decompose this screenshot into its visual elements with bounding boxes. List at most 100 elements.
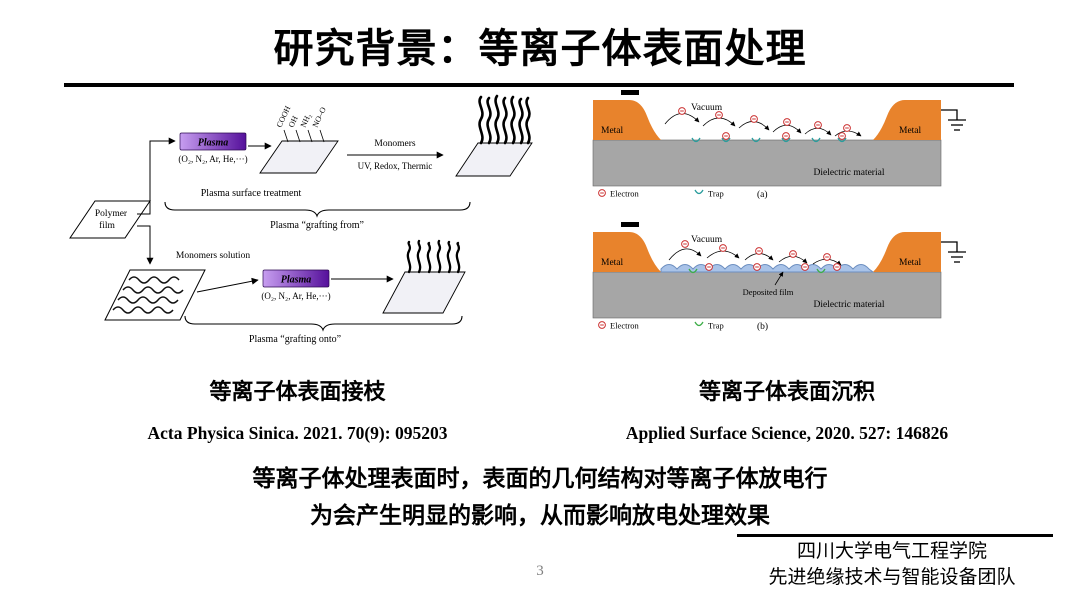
summary-line-2: 为会产生明显的影响，从而影响放电处理效果 <box>310 503 770 528</box>
functional-group-label: NH₂ <box>299 112 313 129</box>
functional-group-label: NO–O <box>311 106 328 129</box>
plasma-label-2: Plasma <box>281 275 312 286</box>
plasma-label-1: Plasma <box>198 138 229 149</box>
metal-electrode-right <box>873 100 941 140</box>
plasma-box-2: Plasma <box>262 269 330 288</box>
electron-trajectories <box>664 113 862 137</box>
electron-icon <box>715 111 723 119</box>
functional-groups: COOH OH NH₂ NO–O <box>275 104 328 143</box>
ground-icon <box>941 109 966 131</box>
grafting-onto-label: Plasma “grafting onto” <box>249 334 341 345</box>
monomers-label: Monomers <box>374 139 415 149</box>
right-figure-discharge: Vacuum Metal Metal Dielectric material <box>592 90 966 332</box>
brace-grafting-from <box>164 201 471 218</box>
grafted-onto-surface <box>382 239 466 314</box>
polymer-brushes <box>478 94 531 145</box>
uv-redox-label: UV, Redox, Thermic <box>358 161 433 171</box>
dielectric-slab <box>592 139 942 187</box>
arrow-to-bottom-path <box>137 225 154 265</box>
metal-label-left: Metal <box>601 126 624 136</box>
metal-electrode-left <box>593 100 661 140</box>
deposited-film-arrow <box>774 271 784 286</box>
electron-icon <box>678 107 686 115</box>
hv-electrode-bar <box>621 90 639 95</box>
dielectric-label: Dielectric material <box>814 300 885 310</box>
electron-trajectories <box>668 248 842 266</box>
gases-label-2: (O₂, N₂, Ar, He,···) <box>261 291 330 301</box>
surface-treatment-label: Plasma surface treatment <box>201 188 302 199</box>
metal-label-right: Metal <box>899 126 922 136</box>
electron-icon <box>838 132 846 140</box>
electron-icon <box>823 253 831 261</box>
summary-line-1: 等离子体处理表面时，表面的几何结构对等离子体放电行 <box>252 466 828 491</box>
polymer-film-label-2: film <box>99 220 115 231</box>
legend-trap-label: Trap <box>708 321 724 331</box>
metal-electrode-left <box>593 232 661 272</box>
gases-label-1: (O₂, N₂, Ar, He,···) <box>178 154 247 164</box>
electron-icon <box>782 132 790 140</box>
monomers-solution-label: Monomers solution <box>176 251 250 261</box>
electron-icon <box>783 118 791 126</box>
hv-electrode-bar <box>621 222 639 227</box>
deposited-film-label: Deposited film <box>743 287 794 297</box>
panel-a-label: (a) <box>757 189 768 200</box>
panel-b-label: (b) <box>757 321 768 332</box>
electron-icon <box>801 263 809 271</box>
right-figure-caption: 等离子体表面沉积 Applied Surface Science, 2020. … <box>557 374 1017 444</box>
left-figure-caption: 等离子体表面接枝 Acta Physica Sinica. 2021. 70(9… <box>60 374 535 444</box>
metal-label-left: Metal <box>601 258 624 268</box>
brace-grafting-onto <box>184 315 463 332</box>
legend-trap-label: Trap <box>708 189 724 199</box>
electron-icon <box>755 247 763 255</box>
electron-icon <box>705 263 713 271</box>
functional-group-label: OH <box>287 114 300 128</box>
affiliation-line-2: 先进绝缘技术与智能设备团队 <box>768 567 1016 588</box>
dielectric-slab <box>592 271 942 319</box>
right-caption-reference: Applied Surface Science, 2020. 527: 1468… <box>625 423 949 443</box>
vacuum-label: Vacuum <box>691 103 723 113</box>
electron-icon <box>843 124 851 132</box>
solution-squiggles <box>112 276 184 314</box>
treated-surface: COOH OH NH₂ NO–O <box>259 104 339 174</box>
arrow-dish-to-plasma2 <box>196 277 259 293</box>
panel-b: Vacuum Metal Metal Dielectric material D… <box>592 222 966 332</box>
page-title: 研究背景：等离子体表面处理 <box>273 26 807 71</box>
electron-icon <box>833 263 841 271</box>
metal-label-right: Metal <box>899 258 922 268</box>
panel-a: Vacuum Metal Metal Dielectric material <box>592 90 966 200</box>
grafting-from-label: Plasma “grafting from” <box>270 220 364 231</box>
polymer-film-label-1: Polymer <box>95 209 128 219</box>
electron-icon <box>750 115 758 123</box>
electron-icon <box>753 263 761 271</box>
electron-icon <box>719 244 727 252</box>
affiliation-line-1: 四川大学电气工程学院 <box>796 541 987 562</box>
deposited-film <box>660 264 875 273</box>
arrow-to-top-path <box>137 137 176 215</box>
electron-icon <box>814 121 822 129</box>
left-caption-title: 等离子体表面接枝 <box>209 379 386 404</box>
legend-trap-icon <box>694 321 704 327</box>
legend-electron-label: Electron <box>610 321 640 331</box>
legend-trap-icon <box>694 189 704 195</box>
polymer-film: Polymer film <box>69 200 151 239</box>
metal-electrode-right <box>873 232 941 272</box>
electron-icon <box>681 240 689 248</box>
legend-a: Electron Trap (a) <box>598 189 768 200</box>
legend-electron-icon <box>598 189 606 197</box>
footer-divider <box>737 534 1053 537</box>
grafted-tufts <box>406 239 461 274</box>
plasma-box-1: Plasma <box>179 132 247 151</box>
page-number: 3 <box>536 563 544 579</box>
legend-electron-icon <box>598 321 606 329</box>
legend-electron-label: Electron <box>610 189 640 199</box>
electron-icon <box>789 250 797 258</box>
summary-text: 等离子体处理表面时，表面的几何结构对等离子体放电行 为会产生明显的影响，从而影响… <box>0 460 1080 534</box>
grafted-from-surface <box>455 94 533 177</box>
right-caption-title: 等离子体表面沉积 <box>698 379 875 404</box>
title-divider <box>64 83 1014 87</box>
left-figure-plasma-grafting: Polymer film Plasma (O₂, N₂, Ar, He,···)… <box>69 94 533 345</box>
ground-icon <box>941 241 966 263</box>
dielectric-label: Dielectric material <box>814 168 885 178</box>
vacuum-label: Vacuum <box>691 235 723 245</box>
